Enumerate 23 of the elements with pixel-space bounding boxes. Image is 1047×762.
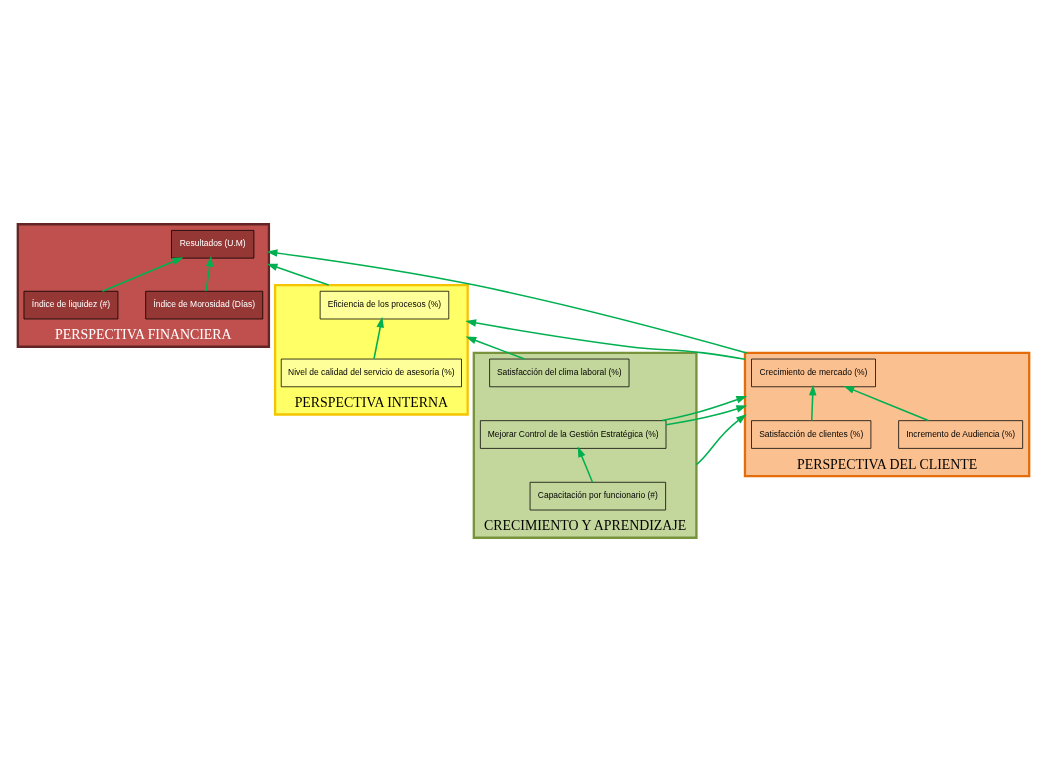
node-box: Capacitación por funcionario (#) [529,481,666,511]
node-box: Índice de liquidez (#) [23,290,119,320]
node-box: Mejorar Control de la Gestión Estratégica (%) [479,420,667,449]
node-box: Resultados (U.M) [171,230,255,259]
arrow [843,385,930,422]
arrow [205,255,214,292]
node-box: Nivel de calidad del servicio de asesoría (%) [280,358,462,388]
node-box: Satisfacción de clientes (%) [751,420,872,449]
node-box: Crecimiento de mercado (%) [751,358,876,388]
arrow [808,384,817,422]
arrow [266,263,330,286]
node-box: Incremento de Audiencia (%) [898,420,1024,449]
arrow [695,414,747,466]
arrow [661,395,748,422]
arrow [577,446,594,483]
arrow [665,405,748,426]
arrow [373,316,384,360]
node-box: Índice de Morosidad (Días) [145,290,264,320]
node-box: Eficiencia de los procesos (%) [319,290,450,320]
arrow [101,257,184,292]
node-box: Satisfacción del clima laboral (%) [489,358,630,388]
arrow [465,319,746,360]
arrow [266,249,748,354]
